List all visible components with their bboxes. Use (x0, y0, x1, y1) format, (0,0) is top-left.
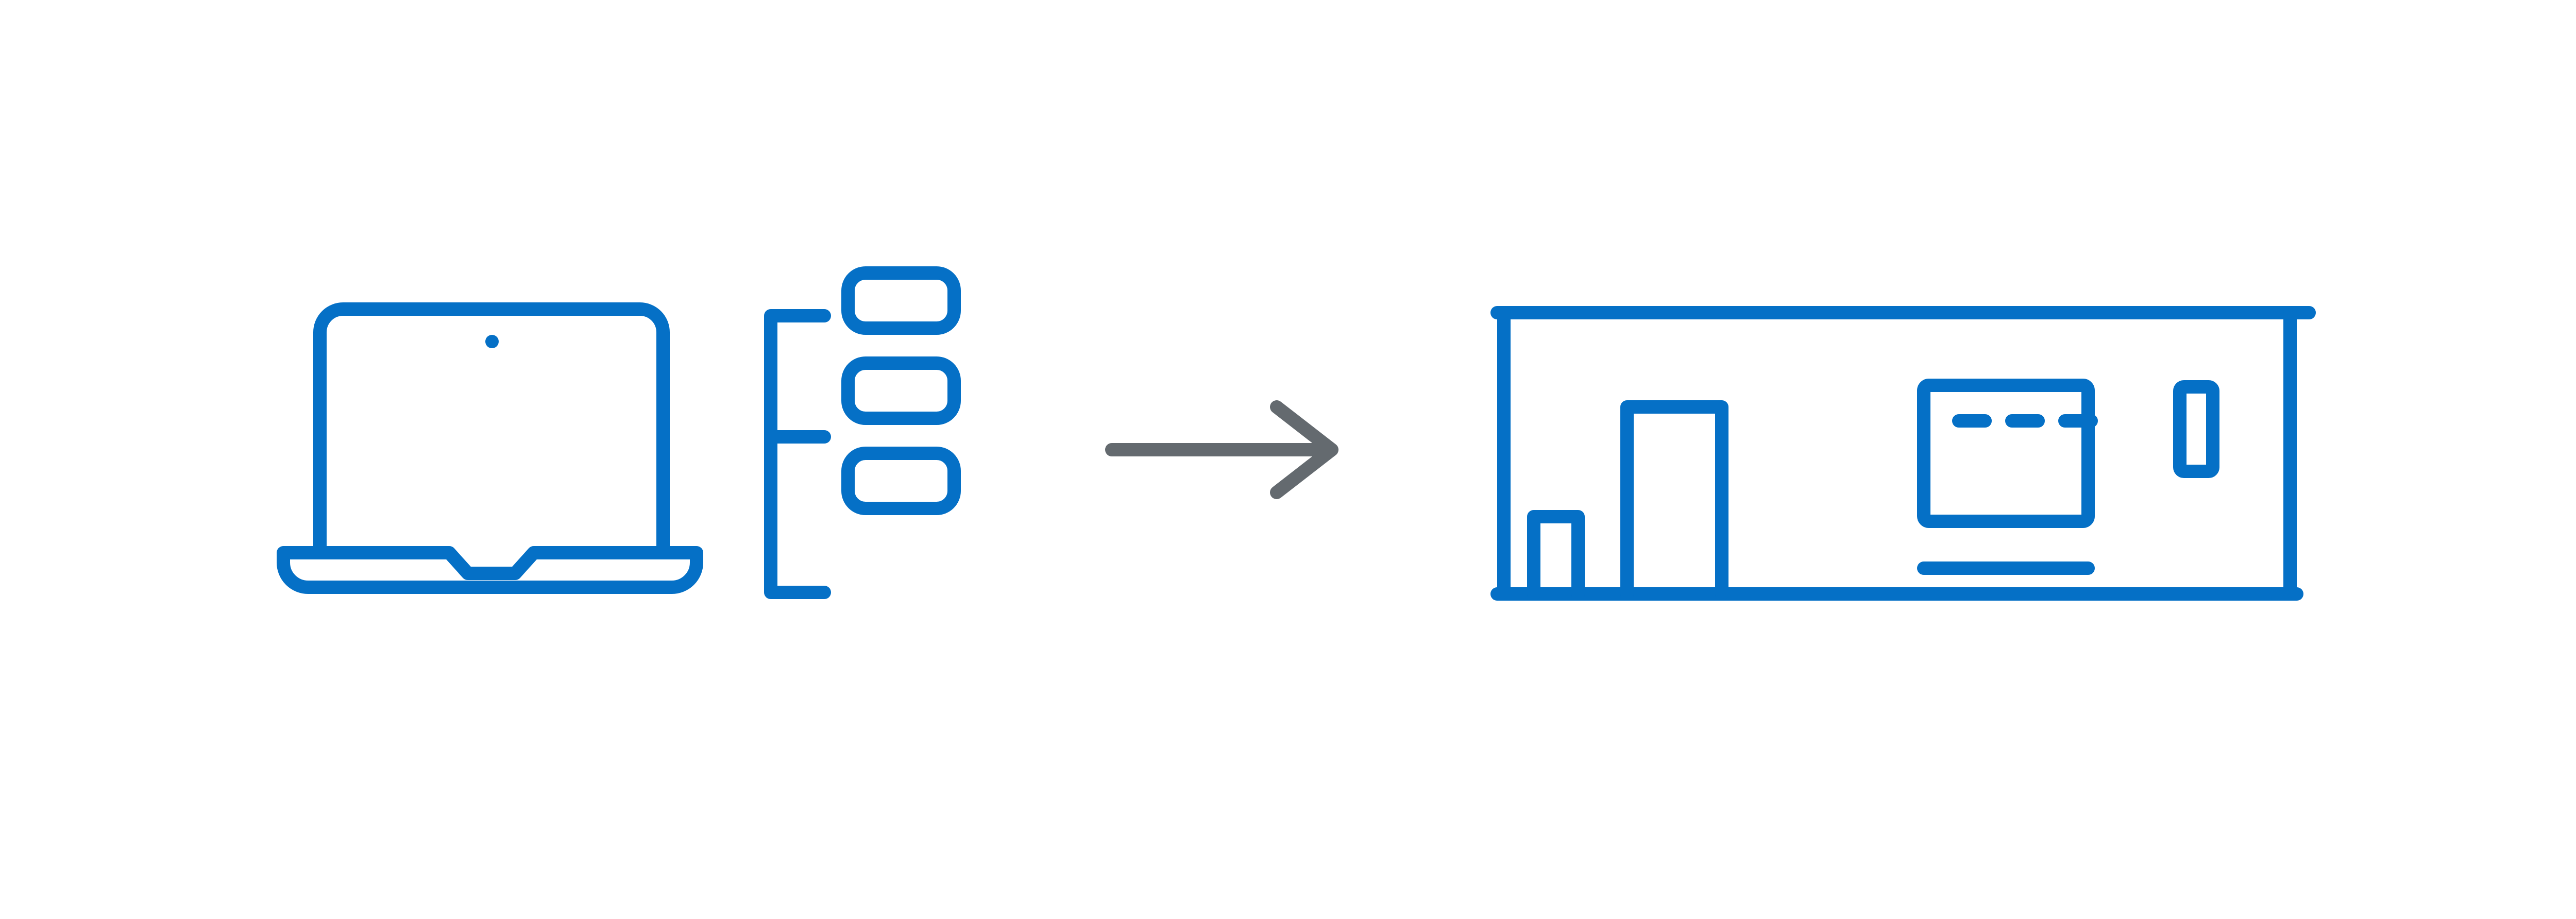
app-node-1[interactable] (841, 266, 961, 335)
app-node-2[interactable] (841, 356, 961, 425)
laptop-screen-outline (313, 302, 670, 555)
laptop-base-outline (277, 546, 703, 594)
flow-arrow (1105, 400, 1338, 499)
app-node-3[interactable] (841, 447, 961, 515)
side-cabinet (2173, 380, 2219, 478)
flow-arrow-head-icon (1270, 400, 1338, 499)
server-rack-panel (1917, 379, 2095, 528)
laptop-camera-icon (485, 335, 499, 348)
tree-spine (764, 309, 831, 599)
data-center-icon (1490, 306, 2316, 601)
source-group (277, 266, 961, 599)
app-tree-icon (764, 266, 961, 599)
laptop-icon (277, 302, 703, 594)
tall-server-box (1620, 400, 1728, 601)
small-server-box (1527, 510, 1585, 601)
